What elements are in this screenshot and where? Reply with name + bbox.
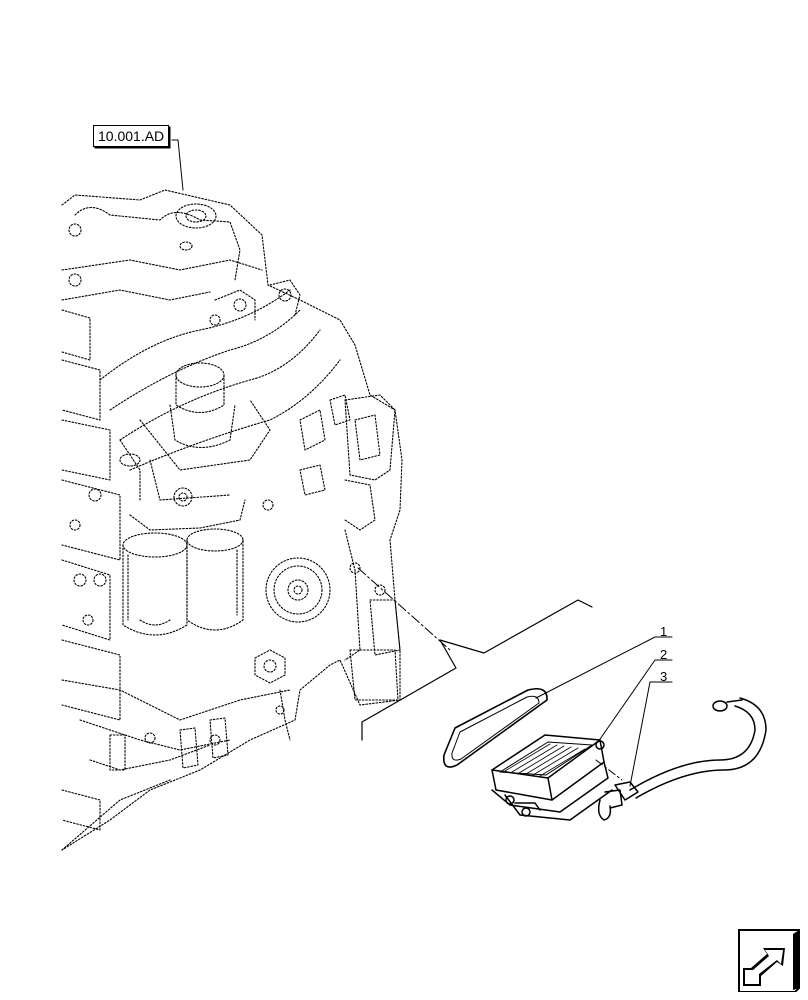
gasket-part-1 (442, 687, 548, 768)
callout-1: 1 (660, 624, 668, 639)
callout-2: 2 (660, 647, 668, 662)
next-page-button[interactable] (737, 928, 801, 993)
ground-cable-part-3 (597, 697, 767, 821)
ecu-ground-leader (595, 759, 623, 781)
fuel-filter-left (122, 532, 188, 636)
next-page-arrow-icon (738, 929, 800, 993)
leader-2 (597, 659, 673, 743)
reference-leader (171, 139, 184, 191)
leader-3 (629, 681, 673, 787)
ecu-part-2 (491, 734, 613, 821)
oil-sensor (254, 649, 286, 684)
engine-phantom (61, 189, 403, 851)
section-line (357, 567, 451, 651)
pulley (265, 557, 331, 623)
reference-label[interactable]: 10.001.AD (93, 125, 170, 147)
leader-1 (535, 636, 673, 699)
callout-3: 3 (660, 669, 668, 684)
group-bracket (361, 599, 593, 741)
fuel-filter-right (186, 528, 244, 631)
